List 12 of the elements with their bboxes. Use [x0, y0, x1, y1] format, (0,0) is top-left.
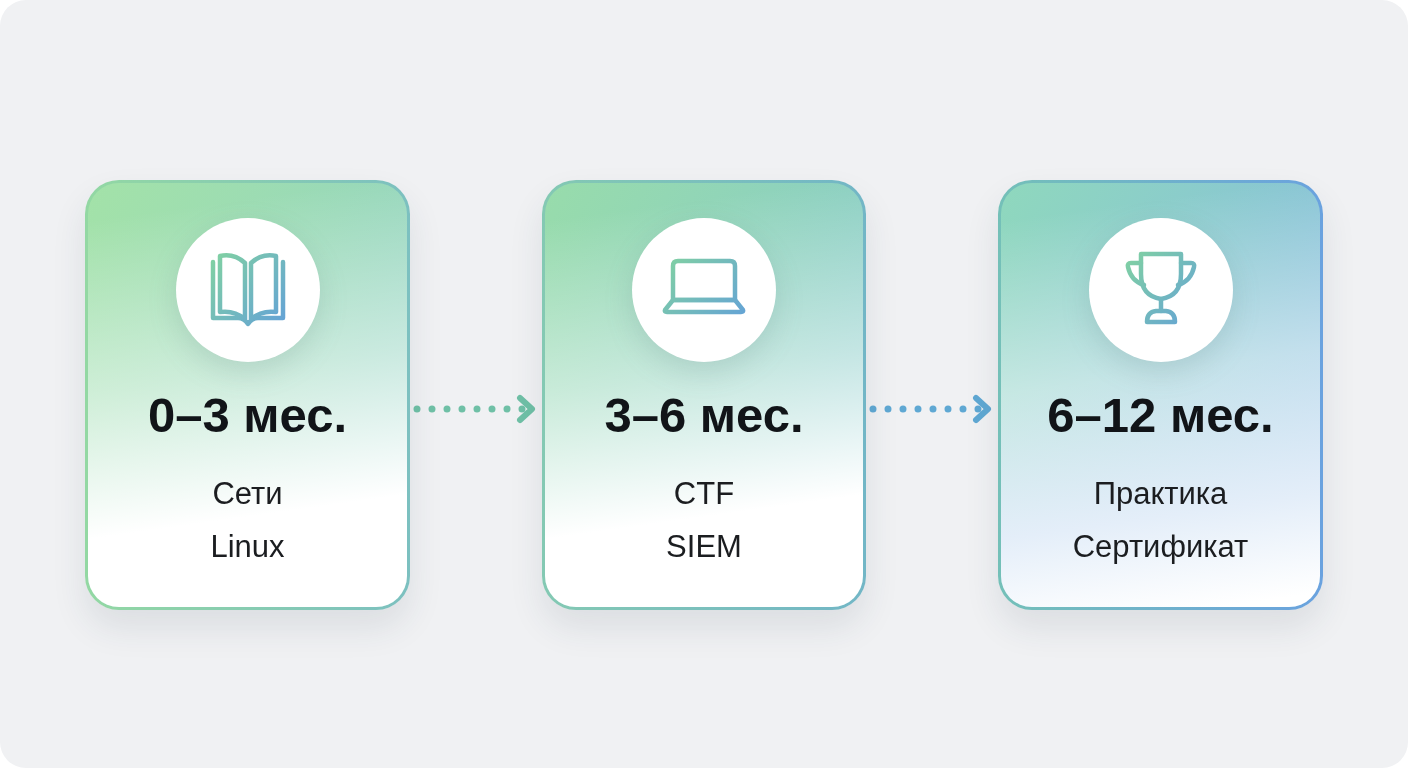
topic-text: SIEM	[666, 528, 742, 566]
topic-text: Linux	[210, 528, 285, 566]
topic-text: Сети	[212, 475, 283, 513]
stage-card	[542, 180, 866, 610]
topic-text: Практика	[1093, 475, 1228, 513]
stage-card	[85, 180, 410, 610]
period-heading: 6–12 мес.	[1047, 387, 1274, 443]
stage-card	[998, 180, 1323, 610]
topic-text: CTF	[673, 475, 735, 513]
topic-text: Сертификат	[1072, 528, 1249, 566]
period-heading: 3–6 мес.	[604, 387, 804, 443]
period-heading: 0–3 мес.	[147, 387, 348, 443]
